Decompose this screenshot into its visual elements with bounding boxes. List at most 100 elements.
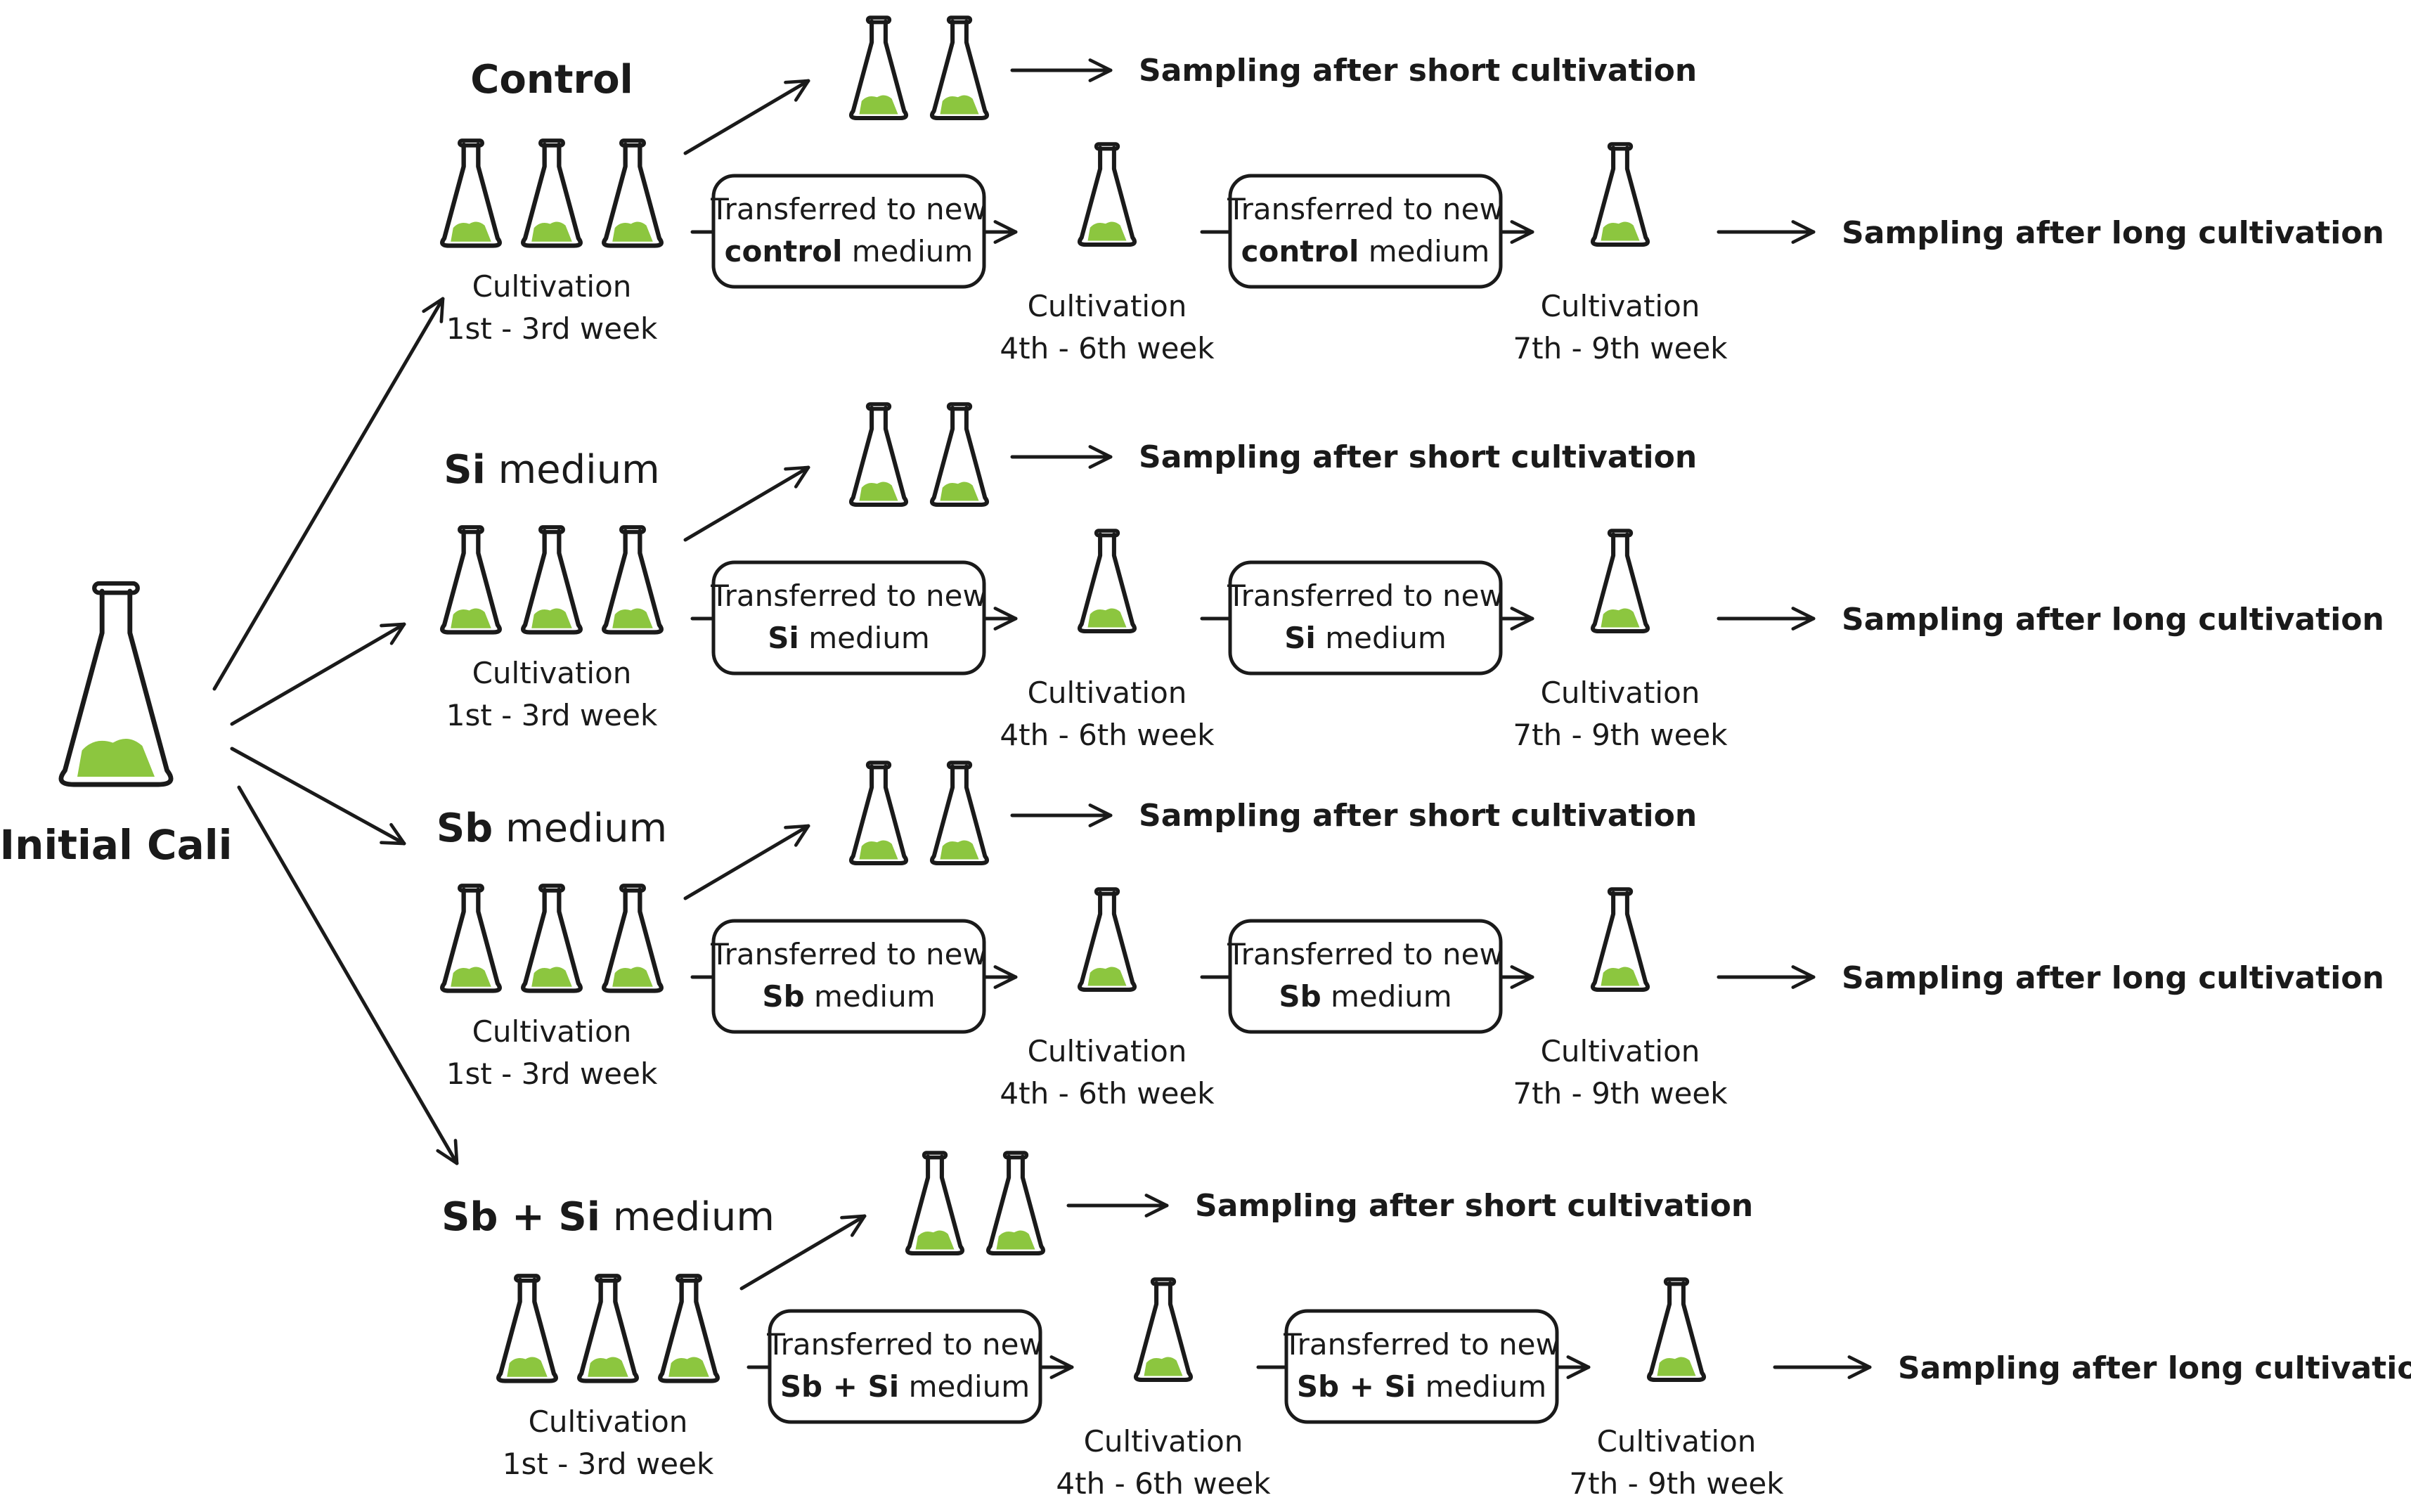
callus-fill [859, 95, 898, 115]
callus-fill [612, 221, 653, 242]
flask-outline [848, 764, 909, 866]
flask-outline [577, 1277, 639, 1383]
cultivation-label: Cultivation [1028, 289, 1187, 323]
flask-lip [922, 1151, 948, 1160]
medium-suffix: medium [842, 234, 973, 269]
medium-name: Sb + Si [1297, 1369, 1416, 1404]
flask-icon [496, 1274, 558, 1383]
flask-outline [929, 764, 990, 866]
week-label: 4th - 6th week [1000, 718, 1215, 752]
group-title-bold: Control [470, 57, 633, 103]
flask-lip [1094, 887, 1120, 896]
group-title-bold: Sb [437, 806, 493, 851]
flask-lip [619, 138, 646, 148]
callus-fill [531, 967, 572, 987]
flask-lip [1150, 1277, 1177, 1286]
week-label: 4th - 6th week [1056, 1466, 1271, 1501]
callus-fill [1601, 967, 1640, 986]
callus-fill [531, 608, 572, 628]
transfer-medium-label: Si medium [768, 621, 930, 655]
week-label: 7th - 9th week [1513, 331, 1728, 366]
flask-lip [92, 581, 140, 595]
flask-icon [929, 15, 990, 121]
flask-outline [1133, 1281, 1194, 1383]
cultivation-label: Cultivation [1028, 1034, 1187, 1068]
flask-lip [1094, 142, 1120, 151]
callus-fill [612, 967, 653, 987]
flask-icon [1646, 1277, 1707, 1383]
flask-icon [658, 1274, 720, 1383]
branch-arrow-control [212, 297, 445, 691]
branch-arrow-sbsi [237, 785, 459, 1165]
flask-lip [946, 402, 973, 411]
flask-lip [458, 884, 484, 893]
flask-lip [946, 15, 973, 25]
cultivation-label: Cultivation [1541, 289, 1700, 323]
week-label: 7th - 9th week [1513, 718, 1728, 752]
initial-branch-arrows [212, 297, 459, 1165]
callus-fill [940, 840, 979, 860]
flask-lip [1607, 887, 1634, 896]
flask-lip [946, 761, 973, 770]
medium-suffix: medium [805, 979, 936, 1014]
flask-icon [929, 402, 990, 508]
week-label: 7th - 9th week [1569, 1466, 1784, 1501]
callus-fill [77, 738, 155, 777]
callus-fill [1601, 221, 1640, 241]
flask-outline [602, 142, 664, 248]
cultivation-label: Cultivation [1597, 1424, 1757, 1459]
medium-suffix: medium [1316, 621, 1447, 655]
medium-suffix: medium [799, 621, 930, 655]
callus-fill [1601, 608, 1640, 628]
flask-outline [985, 1154, 1046, 1256]
flask-outline [848, 19, 909, 121]
callus-fill [915, 1230, 955, 1250]
callus-fill [1087, 608, 1127, 628]
transfer-label: Transferred to new [1227, 579, 1504, 613]
callus-fill [531, 221, 572, 242]
flask-lip [538, 884, 565, 893]
transfer-medium-label: Sb medium [762, 979, 935, 1014]
flask-lip [619, 884, 646, 893]
flask-icon [440, 138, 502, 248]
flask-icon [1590, 529, 1650, 634]
flask-outline [602, 529, 664, 635]
callus-fill [451, 967, 491, 987]
flask-lip [1607, 529, 1634, 538]
flask-lip [538, 138, 565, 148]
flask-outline [929, 406, 990, 508]
flask-outline [929, 19, 990, 121]
transfer-label: Transferred to new [1283, 1327, 1560, 1362]
week-label: 4th - 6th week [1000, 331, 1215, 366]
flask-lip [865, 402, 892, 411]
flask-outline [1077, 532, 1137, 634]
transfer-medium-label: Sb + Si medium [780, 1369, 1030, 1404]
transfer-medium-label: control medium [725, 234, 974, 269]
group-title-rest: medium [486, 447, 660, 493]
flask-icon [521, 884, 583, 993]
cultivation-label: Cultivation [529, 1404, 688, 1439]
week-label: 7th - 9th week [1513, 1076, 1728, 1111]
flask-outline [848, 406, 909, 508]
flask-outline [1077, 891, 1137, 993]
flask-icon [848, 761, 909, 866]
medium-name: Sb [762, 979, 804, 1014]
medium-name: Sb [1279, 979, 1321, 1014]
callus-fill [940, 482, 979, 501]
flask-lip [458, 525, 484, 534]
flask-outline [440, 142, 502, 248]
group-title-bold: Sb + Si [441, 1194, 600, 1240]
flask-outline [496, 1277, 558, 1383]
medium-name: Si [1284, 621, 1316, 655]
medium-suffix: medium [1416, 1369, 1546, 1404]
group-title-rest: medium [600, 1194, 775, 1240]
flask-lip [1094, 529, 1120, 538]
short-branch-arrow [683, 824, 810, 900]
transfer-label: Transferred to new [1227, 192, 1504, 226]
initial-flask-icon [58, 581, 174, 787]
callus-fill [451, 608, 491, 628]
flask-lip [514, 1274, 541, 1283]
